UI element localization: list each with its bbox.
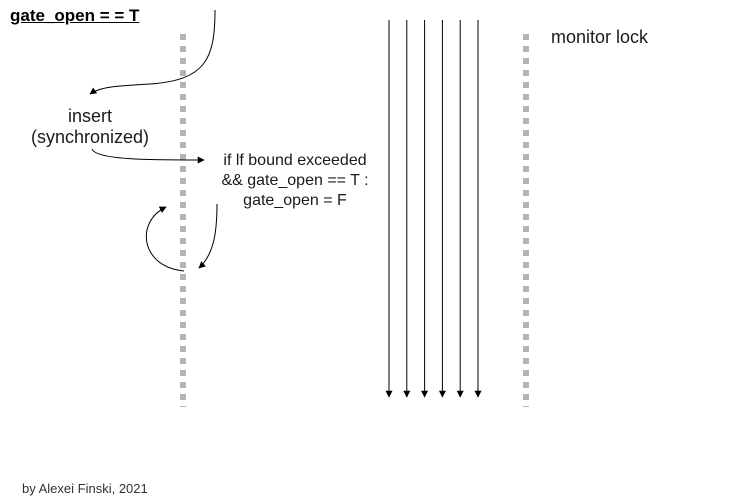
loop-arrow-left [145, 206, 185, 272]
insert-to-condition-arrow [91, 148, 205, 164]
condition-line1: if lf bound exceeded [223, 152, 367, 169]
insert-label-line1: insert [67, 106, 112, 126]
loop-arrow-right [198, 203, 218, 269]
condition-line2: && gate_open == T : [221, 172, 369, 189]
insert-method-label: insert (synchronized) [20, 106, 160, 148]
insert-label-line2: (synchronized) [30, 127, 150, 147]
monitor-lock-label: monitor lock [551, 27, 649, 47]
gate-open-title: gate_open = = T [10, 6, 140, 25]
thread-arrows-group [385, 20, 482, 398]
incoming-call-arrow [89, 9, 216, 95]
author-credit: by Alexei Finski, 2021 [22, 481, 148, 496]
bound-condition-label: if lf bound exceeded && gate_open == T :… [210, 151, 380, 211]
condition-line3: gate_open = F [243, 192, 347, 209]
